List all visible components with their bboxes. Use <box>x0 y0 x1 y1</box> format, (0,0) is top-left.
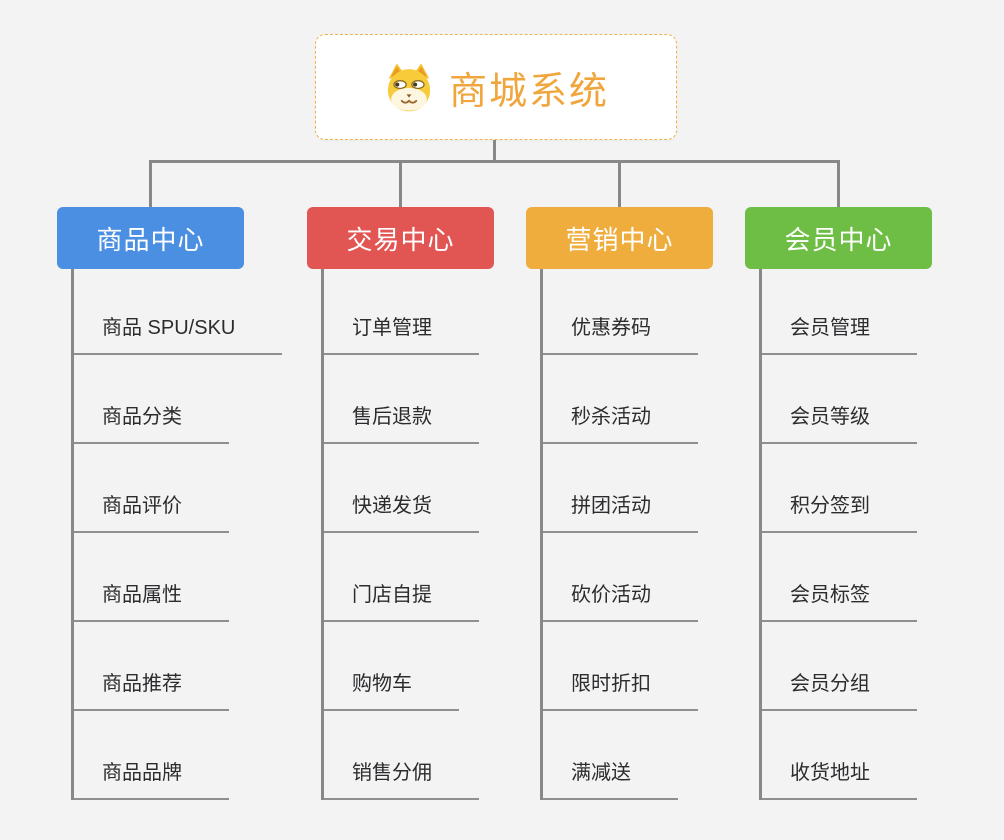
branch-node-member[interactable]: 会员中心 <box>745 207 932 269</box>
topic-item[interactable]: 会员分组 <box>762 669 917 711</box>
branch-trunk-member: 会员管理 会员等级 积分签到 会员标签 会员分组 收货地址 <box>759 269 917 800</box>
topic-item[interactable]: 满减送 <box>543 758 678 800</box>
connector-drop-member <box>837 160 840 207</box>
topic-item[interactable]: 会员管理 <box>762 313 917 355</box>
topic-item[interactable]: 限时折扣 <box>543 669 698 711</box>
branch-trunk-products: 商品 SPU/SKU 商品分类 商品评价 商品属性 商品推荐 商品品牌 <box>71 269 283 800</box>
connector-drop-products <box>149 160 152 207</box>
root-node[interactable]: 商城系统 <box>315 34 677 140</box>
root-title: 商城系统 <box>448 70 609 113</box>
topic-item[interactable]: 售后退款 <box>324 402 479 444</box>
topic-item[interactable]: 快递发货 <box>324 491 479 533</box>
topic-item[interactable]: 会员标签 <box>762 580 917 622</box>
branch-node-products[interactable]: 商品中心 <box>57 207 244 269</box>
topic-item[interactable]: 商品分类 <box>74 402 229 444</box>
branch-node-marketing[interactable]: 营销中心 <box>526 207 713 269</box>
topic-item[interactable]: 拼团活动 <box>543 491 698 533</box>
topic-item[interactable]: 销售分佣 <box>324 758 479 800</box>
branch-trunk-marketing: 优惠券码 秒杀活动 拼团活动 砍价活动 限时折扣 满减送 <box>540 269 698 800</box>
topic-item[interactable]: 订单管理 <box>324 313 479 355</box>
connector-root-drop <box>493 140 496 163</box>
topic-item[interactable]: 购物车 <box>324 669 459 711</box>
topic-item[interactable]: 商品 SPU/SKU <box>74 313 283 355</box>
topic-item[interactable]: 商品评价 <box>74 491 229 533</box>
connector-drop-trade <box>399 160 402 207</box>
branch-node-trade[interactable]: 交易中心 <box>307 207 494 269</box>
topic-item[interactable]: 会员等级 <box>762 402 917 444</box>
topic-item[interactable]: 秒杀活动 <box>543 402 698 444</box>
topic-item[interactable]: 砍价活动 <box>543 580 698 622</box>
topic-item[interactable]: 商品属性 <box>74 580 229 622</box>
topic-item[interactable]: 商品品牌 <box>74 758 229 800</box>
dog-face-icon <box>387 63 431 112</box>
topic-item[interactable]: 积分签到 <box>762 491 917 533</box>
topic-item[interactable]: 门店自提 <box>324 580 479 622</box>
topic-item[interactable]: 优惠券码 <box>543 313 698 355</box>
branch-trunk-trade: 订单管理 售后退款 快递发货 门店自提 购物车 销售分佣 <box>321 269 479 800</box>
connector-horizontal-bar <box>149 160 840 163</box>
topic-item[interactable]: 商品推荐 <box>74 669 229 711</box>
connector-drop-marketing <box>618 160 621 207</box>
topic-item[interactable]: 收货地址 <box>762 758 917 800</box>
